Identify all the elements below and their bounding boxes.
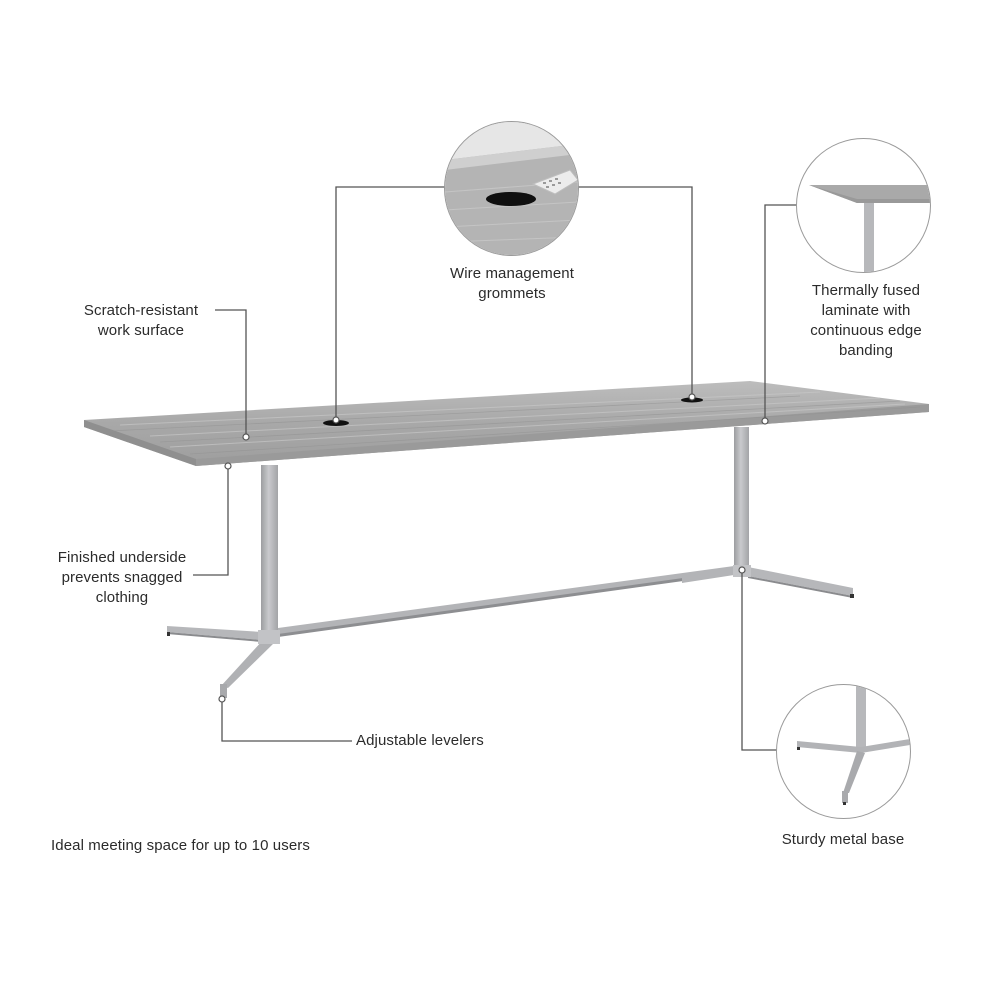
- callout-surface: Scratch-resistant work surface: [83, 302, 199, 339]
- callout-laminate: Thermally fused laminate with continuous…: [810, 282, 922, 359]
- callout-underside: Finished underside prevents snagged clot…: [57, 549, 187, 606]
- inset-grommet-closeup: [444, 121, 579, 256]
- footer-note: Ideal meeting space for up to 10 users: [51, 837, 310, 854]
- tabletop: [84, 381, 929, 466]
- callout-grommets: Wire management grommets: [449, 265, 575, 302]
- leader-dots: [218, 393, 769, 703]
- leader-lines: [193, 186, 800, 751]
- inset-edge-closeup: [796, 138, 931, 273]
- grommet-icon: [486, 192, 536, 206]
- inset-base-closeup: [776, 684, 911, 819]
- callout-base: Sturdy metal base: [781, 831, 905, 848]
- metal-base: [167, 427, 854, 698]
- callout-levelers: Adjustable levelers: [356, 732, 484, 749]
